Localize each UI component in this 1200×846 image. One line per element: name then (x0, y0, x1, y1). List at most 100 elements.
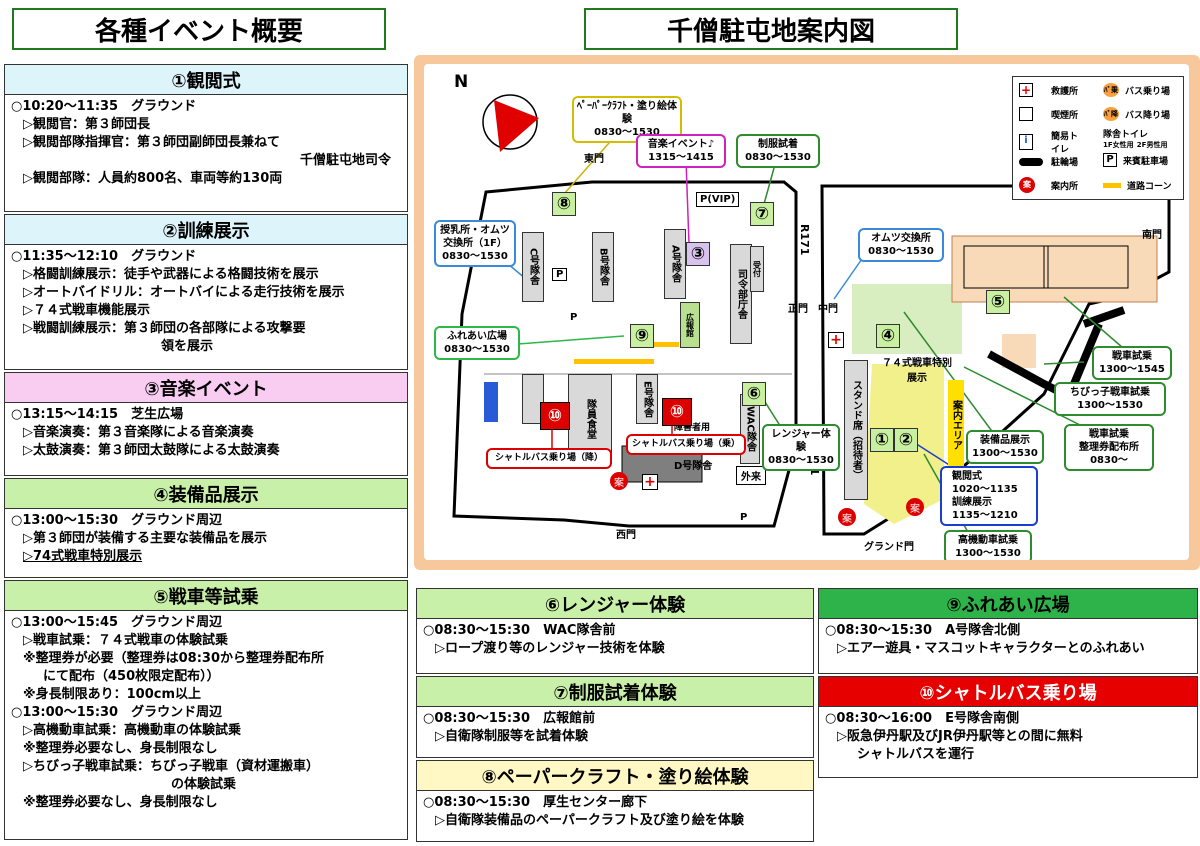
legend-label: 救護所 (1051, 86, 1079, 97)
section-tank-ride: ⑤戦車等試乗 ○13:00～15:45 グラウンド周辺 ▷戦車試乗：７４式戦車の… (4, 580, 408, 840)
gate-south: 南門 (1142, 230, 1162, 241)
callout-fureai: ふれあい広場 0830～1530 (434, 326, 520, 360)
callout-time: 1315～1415 (648, 152, 714, 163)
section-head: ⑧ペーパークラフト・塗り絵体験 (417, 761, 813, 791)
text-line: ▷観閲部隊指揮官：第３師団副師団長兼ねて (23, 135, 280, 150)
text-line: ▷エアー遊具・マスコットキャラクターとのふれあい (837, 641, 1145, 656)
marker-7: ⑦ (750, 202, 774, 226)
marker-6: ⑥ (742, 382, 766, 406)
section-head: ⑤戦車等試乗 (5, 581, 407, 611)
section-shuttle: ⑩シャトルバス乗り場 ○08:30～16:00 E号隊舎南側 ▷阪急伊丹駅及びJ… (818, 676, 1198, 778)
callout-nursing: 授乳所・オムツ 交換所（1F） 0830～1530 (434, 220, 516, 267)
callout-equipment: 装備品展示 1300～1530 (966, 430, 1044, 464)
callout-hmv: 高機動車試乗 1300～1530 (944, 530, 1032, 560)
section-body: ○13:00～15:45 グラウンド周辺 ▷戦車試乗：７４式戦車の体験試乗 ※整… (5, 611, 407, 815)
bus-off-icon: ﾊﾞ降 (1103, 107, 1119, 121)
marker-10-west: ⑩ (540, 402, 570, 430)
parking-icon: P (552, 268, 568, 281)
section-body: ○08:30～15:30 A号隊舎北側 ▷エアー遊具・マスコットキャラクターとの… (819, 619, 1197, 661)
section-equipment: ④装備品展示 ○13:00～15:30 グラウンド周辺 ▷第３師団が装備する主要… (4, 478, 408, 578)
cone-icon (1103, 183, 1121, 188)
callout-ticket: 戦車試乗 整理券配布所 0830～ (1064, 424, 1154, 471)
map-title: 千僧駐屯地案内図 (584, 8, 958, 50)
callout-title: ちびっ子戦車試乗 (1070, 387, 1150, 398)
section-kunren: ②訓練展示 ○11:35～12:10 グラウンド ▷格闘訓練展示：徒手や武器によ… (4, 214, 408, 370)
legend-bike: 駐輪場 (1019, 155, 1078, 168)
marker-9: ⑨ (630, 324, 654, 348)
text-line: ▷戦闘訓練展示：第３師団の各部隊による攻撃要 (23, 321, 306, 336)
callout-title: 戦車試乗 (1112, 351, 1152, 362)
section-ranger: ⑥レンジャー体験 ○08:30～15:30 WAC隊舎前 ▷ロープ渡り等のレンジ… (416, 588, 814, 674)
parking-icon: P (1103, 153, 1117, 167)
text-line: 千僧駐屯地司令 (299, 153, 391, 168)
callout-time: 1300～1530 (972, 448, 1038, 459)
callout-title: オムツ交換所 (871, 233, 931, 244)
legend-label: バス降り場 (1125, 110, 1171, 121)
left-title: 各種イベント概要 (12, 8, 386, 50)
text-line: ○13:15～14:15 芝生広場 (11, 407, 184, 422)
tank74-display: ７４式戦車特別展示 (882, 358, 952, 384)
section-head: ⑥レンジャー体験 (417, 589, 813, 619)
marker-2: ② (894, 428, 918, 452)
callout-time: 1300～1530 (1077, 400, 1143, 411)
text-line: の体験試乗 (171, 777, 237, 792)
info-icon: 案 (1019, 177, 1035, 193)
building-hq: 司令部庁舎 (730, 244, 752, 344)
text-line: ▷高機動車試乗：高機動車の体験試乗 (23, 723, 241, 738)
building-b: B号隊舎 (592, 232, 614, 302)
text-line: ※整理券必要なし、身長制限なし (23, 795, 218, 810)
callout-music: 音楽イベント♪ 1315～1415 (636, 134, 726, 168)
info-icon: 案 (610, 472, 628, 490)
callout-title: ふれあい広場 (447, 331, 507, 342)
callout-title2: 訓練展示 (952, 497, 992, 508)
marker-4: ④ (876, 324, 900, 348)
left-title-text: 各種イベント概要 (94, 16, 303, 47)
section-body: ○13:15～14:15 芝生広場 ▷音楽演奏：第３音楽隊による音楽演奏 ▷太鼓… (5, 403, 407, 463)
text-line: ○10:20～11:35 グラウンド (11, 99, 197, 114)
info-icon: 案 (906, 498, 924, 516)
pvip-lot: P(VIP) (696, 192, 740, 207)
marker-3: ③ (686, 242, 710, 266)
text-line: ▷第３師団が装備する主要な装備品を展示 (23, 531, 267, 546)
callout-title: レンジャー体験 (771, 429, 831, 453)
text-line: シャトルバスを運行 (857, 747, 975, 762)
legend-cone: 道路コーン (1103, 179, 1172, 192)
legend-bus-off: ﾊﾞ降バス降り場 (1103, 107, 1170, 121)
gate-east: 東門 (584, 154, 604, 165)
callout-title: 制服試着 (758, 139, 798, 150)
callout-title: ﾍﾟｰﾊﾟｰｸﾗﾌﾄ・塗り絵体験 (577, 101, 677, 125)
callout-omutsu: オムツ交換所 0830～1530 (858, 228, 944, 262)
legend-label: バス乗り場 (1125, 86, 1171, 97)
section-body: ○11:35～12:10 グラウンド ▷格闘訓練展示：徒手や武器による格闘技術を… (5, 245, 407, 359)
callout-time: 0830～1530 (442, 251, 508, 262)
callout-title: 戦車試乗 (1089, 429, 1129, 440)
section-body: ○08:30～16:00 E号隊舎南側 ▷阪急伊丹駅及びJR伊丹駅等との間に無料… (819, 707, 1197, 767)
text-line: ○08:30～15:30 厚生センター廊下 (423, 795, 648, 810)
callout-time2: 1135～1210 (952, 510, 1018, 521)
section-head: ⑩シャトルバス乗り場 (819, 677, 1197, 707)
legend-bus-on: ﾊﾞ乗バス乗り場 (1103, 83, 1170, 97)
callout-uniform: 制服試着 0830～1530 (736, 134, 820, 168)
map-title-text: 千僧駐屯地案内図 (666, 16, 875, 47)
text-line: ▷74式戦車特別展示 (23, 549, 143, 564)
text-line: ▷ロープ渡り等のレンジャー技術を体験 (435, 641, 665, 656)
callout-shuttle-off: シャトルバス乗り場（降） (486, 448, 612, 469)
text-line: ▷７４式戦車機能展示 (23, 303, 150, 318)
gate-west: 西門 (616, 530, 636, 541)
marker-1: ① (870, 428, 894, 452)
building-a: A号隊舎 (664, 229, 686, 299)
callout-time: 1020～1135 (952, 484, 1018, 495)
text-line: ▷自衛隊制服等を試着体験 (435, 729, 588, 744)
building-c-south (522, 374, 544, 424)
text-line: ▷観閲部隊：人員約800名、車両等約130両 (23, 171, 283, 186)
parking-icon: P (570, 312, 578, 323)
bus-on-icon: ﾊﾞ乗 (1103, 83, 1119, 97)
marker-10-east: ⑩ (662, 398, 692, 426)
text-line: ▷自衛隊装備品のペーパークラフト及び塗り絵を体験 (435, 813, 744, 828)
callout-title: 音楽イベント♪ (647, 139, 715, 150)
callout-time: 0830～ (1090, 455, 1128, 466)
section-head: ⑨ふれあい広場 (819, 589, 1197, 619)
section-kanetsu: ①観閲式 ○10:20～11:35 グラウンド ▷観閲官：第３師団長 ▷観閲部隊… (4, 64, 408, 212)
section-head: ③音楽イベント (5, 373, 407, 403)
marker-8: ⑧ (552, 192, 576, 216)
